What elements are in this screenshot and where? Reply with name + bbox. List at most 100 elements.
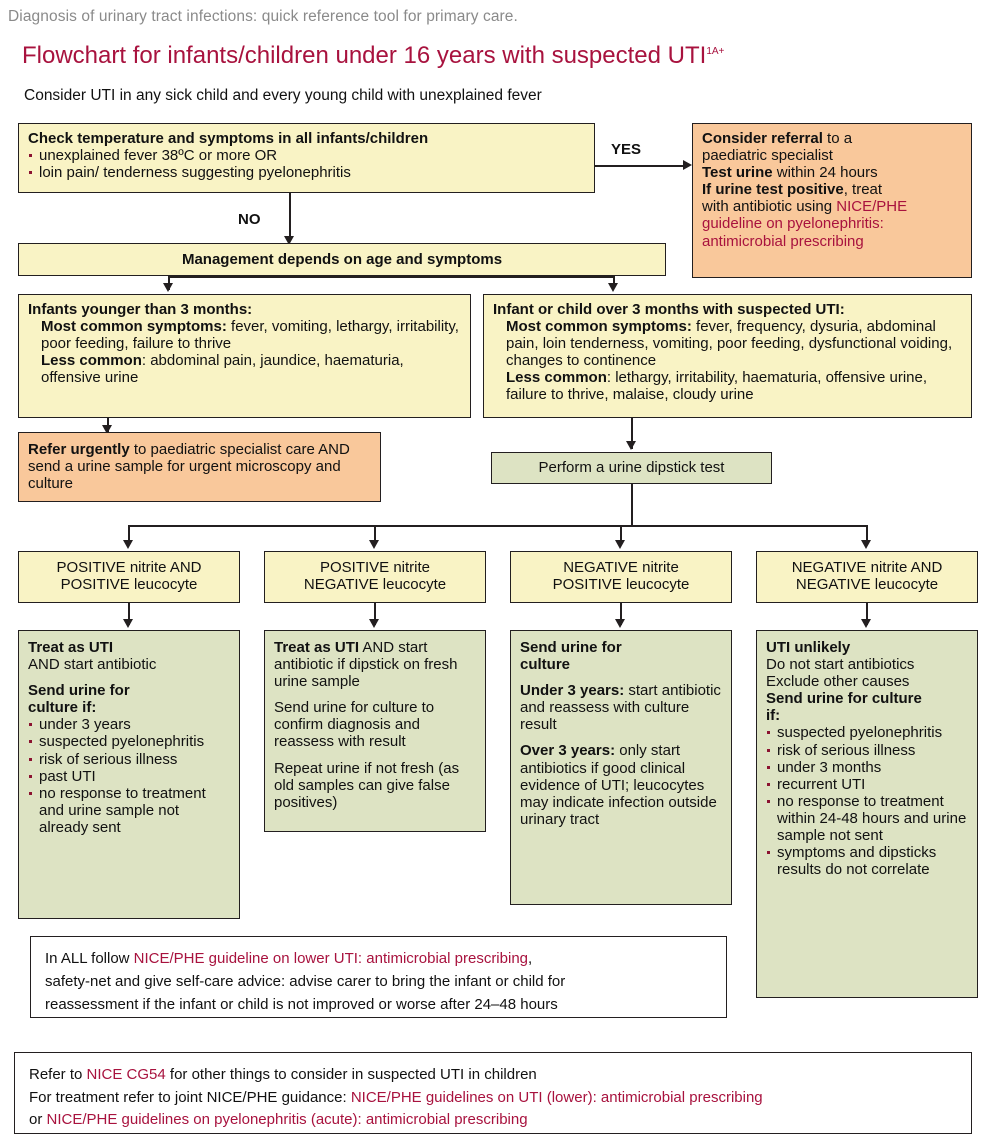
action2-bold-treat: Treat as UTI xyxy=(274,639,360,656)
node-urine-dipstick: Perform a urine dipstick test xyxy=(491,452,772,484)
edge-yes-arrowhead xyxy=(683,160,692,170)
action4-send-line1: Send urine for culture xyxy=(766,690,922,708)
arrow-fan-1 xyxy=(123,540,133,549)
referral-text-3: within 24 hours xyxy=(772,164,878,182)
referral-text-5: with antibiotic using xyxy=(702,198,837,216)
list-item: suspected pyelonephritis xyxy=(766,724,968,741)
action4-heading: UTI unlikely xyxy=(766,639,851,656)
node-result-pos-neg: POSITIVE nitrite NEGATIVE leucocyte xyxy=(264,551,486,603)
result-1-line1: POSITIVE nitrite AND xyxy=(56,559,202,576)
arrow-under3-to-refer xyxy=(102,425,112,434)
page-title-superscript: 1A+ xyxy=(706,46,725,57)
node-action-send-for-culture: Send urine for culture Under 3 years: st… xyxy=(510,630,732,905)
referral-line-1: Consider referral to a xyxy=(702,130,962,147)
action1-heading: Treat as UTI xyxy=(28,639,114,656)
dipstick-text: Perform a urine dipstick test xyxy=(538,459,725,476)
arrow-result4-to-action4 xyxy=(861,619,871,628)
action4-send-line2: if: xyxy=(766,707,781,725)
list-item: unexplained fever 38ºC or more OR xyxy=(28,147,585,164)
in-all-text-1: In ALL follow xyxy=(45,950,134,967)
list-item: under 3 years xyxy=(28,716,230,733)
referral-line-4: If urine test positive, treat xyxy=(702,181,962,198)
list-item: risk of serious illness xyxy=(766,742,968,759)
over3-less-common: Less common: lethargy, irritability, hae… xyxy=(493,369,962,403)
nice-phe-link[interactable]: NICE/PHE xyxy=(836,198,908,216)
over3-heading: Infant or child over 3 months with suspe… xyxy=(493,301,845,318)
action4-line2: Do not start antibiotics xyxy=(766,656,915,674)
result-3-line1: NEGATIVE nitrite xyxy=(563,559,679,576)
under3-less-common: Less common: abdominal pain, jaundice, h… xyxy=(28,352,461,386)
edge-label-no: NO xyxy=(238,211,261,228)
node-check-temperature: Check temperature and symptoms in all in… xyxy=(18,123,595,193)
node-consider-referral: Consider referral to a paediatric specia… xyxy=(692,123,972,278)
page-title-text: Flowchart for infants/children under 16 … xyxy=(22,42,707,69)
node-result-neg-neg: NEGATIVE nitrite AND NEGATIVE leucocyte xyxy=(756,551,978,603)
edge-fan-2 xyxy=(374,525,376,542)
nice-phe-link-line2[interactable]: guideline on pyelonephritis: xyxy=(702,215,884,233)
edge-result2-to-action2 xyxy=(374,603,376,625)
result-4-line1: NEGATIVE nitrite AND xyxy=(791,559,943,576)
in-all-text-2: , xyxy=(528,950,533,967)
arrow-to-under3 xyxy=(163,283,173,292)
referral-text-4: , treat xyxy=(843,181,883,199)
check-heading: Check temperature and symptoms in all in… xyxy=(28,130,429,147)
edge-fan-1 xyxy=(128,525,130,542)
footer-text-3a: or xyxy=(29,1111,47,1128)
action3-text-over3: only start antibiotics if good clinical … xyxy=(520,742,717,828)
over3-less-text: : lethargy, irritability, haematuria, of… xyxy=(506,369,928,404)
referral-line-3: Test urine within 24 hours xyxy=(702,164,962,181)
nice-phe-lower-uti-link[interactable]: NICE/PHE guideline on lower UTI: antimic… xyxy=(133,950,529,967)
under3-most-label: Most common symptoms: xyxy=(41,318,227,336)
result-4-line2: NEGATIVE leucocyte xyxy=(795,576,939,594)
edge-result3-to-action3 xyxy=(620,603,622,625)
edge-result4-to-action4 xyxy=(866,603,868,625)
page-title: Flowchart for infants/children under 16 … xyxy=(22,42,724,70)
footer-text-1a: Refer to xyxy=(29,1066,87,1083)
list-item: under 3 months xyxy=(766,759,968,776)
edge-over3-to-dipstick xyxy=(631,418,633,449)
list-item: symptoms and dipsticks results do not co… xyxy=(766,844,968,878)
arrow-fan-4 xyxy=(861,540,871,549)
edge-no-line xyxy=(289,193,291,238)
action3-under3: Under 3 years: start antibiotic and reas… xyxy=(520,682,722,733)
referral-line-5: with antibiotic using NICE/PHE xyxy=(702,198,962,215)
over3-most-text: fever, frequency, dysuria, abdominal pai… xyxy=(506,318,953,370)
arrow-fan-3 xyxy=(615,540,625,549)
node-refer-urgently: Refer urgently to paediatric specialist … xyxy=(18,432,381,502)
list-item: loin pain/ tenderness suggesting pyelone… xyxy=(28,164,585,181)
action2-para1: Treat as UTI AND start antibiotic if dip… xyxy=(274,639,476,690)
node-result-neg-pos: NEGATIVE nitrite POSITIVE leucocyte xyxy=(510,551,732,603)
referral-text-1: to a xyxy=(822,130,853,147)
node-result-pos-pos: POSITIVE nitrite AND POSITIVE leucocyte xyxy=(18,551,240,603)
footer-text-2a: For treatment refer to joint NICE/PHE gu… xyxy=(29,1088,351,1106)
result-2-line1: POSITIVE nitrite xyxy=(319,559,431,576)
node-action-treat-as-uti: Treat as UTI AND start antibiotic Send u… xyxy=(18,630,240,919)
action4-bullet-list: suspected pyelonephritis risk of serious… xyxy=(766,724,968,878)
in-all-line3: reassessment if the infant or child is n… xyxy=(45,995,558,1013)
nice-phe-uti-lower-link[interactable]: NICE/PHE guidelines on UTI (lower): anti… xyxy=(350,1088,763,1106)
action2-para3: Repeat urine if not fresh (as old sample… xyxy=(274,759,460,811)
result-2-line2: NEGATIVE leucocyte xyxy=(303,576,447,594)
action3-heading-line1: Send urine for xyxy=(520,639,622,656)
footer-line-1: Refer to NICE CG54 for other things to c… xyxy=(29,1064,957,1087)
action1-subtext: AND start antibiotic xyxy=(28,656,157,674)
edge-label-yes: YES xyxy=(611,141,642,158)
page-subheading: Diagnosis of urinary tract infections: q… xyxy=(8,8,518,25)
nice-phe-pyelonephritis-link[interactable]: NICE/PHE guidelines on pyelonephritis (a… xyxy=(46,1111,528,1128)
arrow-result3-to-action3 xyxy=(615,619,625,628)
nice-phe-link-line3[interactable]: antimicrobial prescribing xyxy=(702,232,864,250)
node-infants-under-3-months: Infants younger than 3 months: Most comm… xyxy=(18,294,471,418)
footer-line-2: For treatment refer to joint NICE/PHE gu… xyxy=(29,1087,957,1110)
list-item: risk of serious illness xyxy=(28,751,230,768)
refer-urgently-text: to paediatric specialist care AND send a… xyxy=(28,441,350,493)
arrow-result1-to-action1 xyxy=(123,619,133,628)
edge-no-arrowhead xyxy=(284,236,294,245)
nice-cg54-link[interactable]: NICE CG54 xyxy=(86,1066,166,1083)
action3-heading-line2: culture xyxy=(520,656,571,674)
footer-text-1b: for other things to consider in suspecte… xyxy=(165,1066,537,1083)
under3-less-label: Less common xyxy=(41,352,142,370)
edge-management-split xyxy=(168,276,614,278)
over3-most-common: Most common symptoms: fever, frequency, … xyxy=(493,318,962,369)
edge-dipstick-stem xyxy=(631,484,633,526)
under3-most-common: Most common symptoms: fever, vomiting, l… xyxy=(28,318,461,352)
